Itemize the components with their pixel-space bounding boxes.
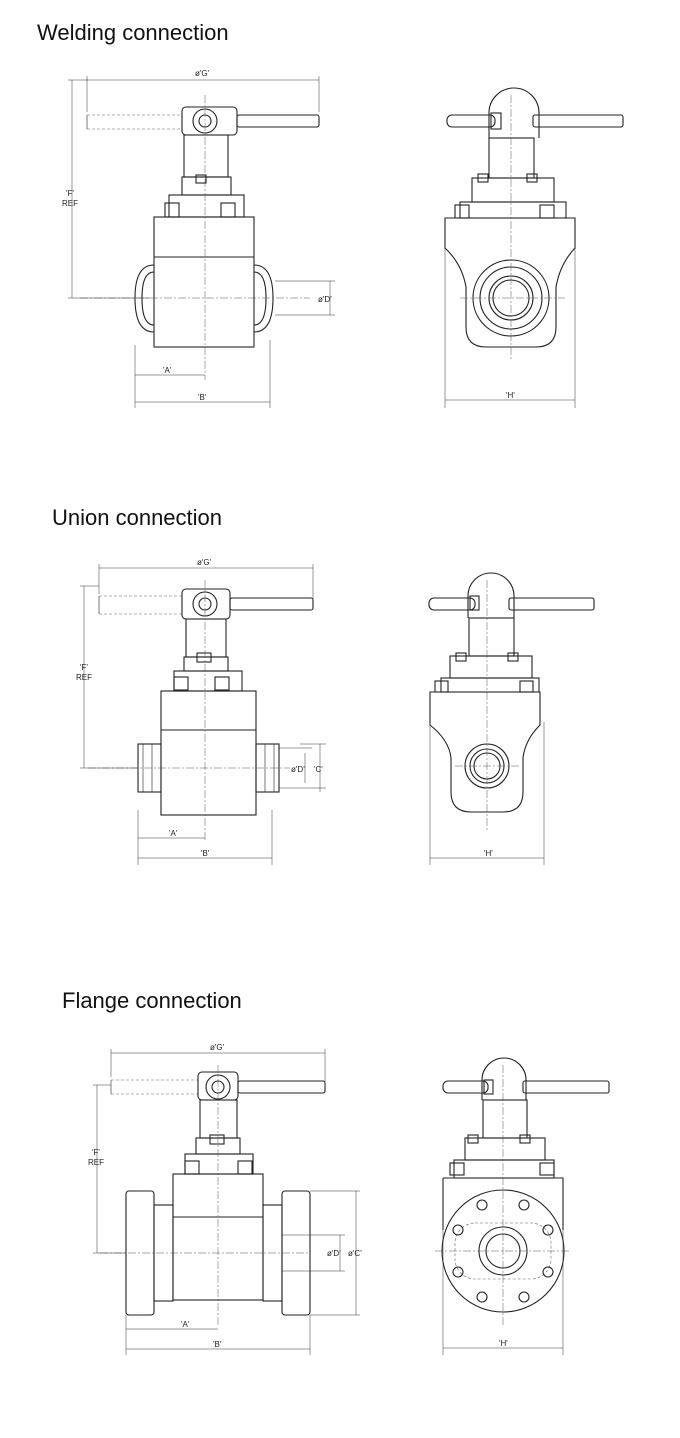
dimension-label-ref: REF — [62, 199, 78, 208]
welding-side-dimensions — [444, 246, 576, 408]
welding-front-view — [80, 95, 320, 380]
flange-front-view — [100, 1065, 326, 1325]
dimension-label-d: ø'D' — [291, 765, 305, 774]
dimension-label-c: ø'C' — [348, 1249, 362, 1258]
union-connection-drawing: ø'G' 'F' REF ø'D' 'C' 'A' 'B' 'H' — [76, 558, 595, 865]
union-side-view — [428, 572, 595, 830]
dimension-label-h: 'H' — [484, 849, 493, 858]
union-front-view — [88, 580, 314, 840]
welding-connection-drawing: ø'G' 'F' REF ø'D' 'A' 'B' 'H' — [62, 69, 624, 408]
dimension-label-f: 'F' — [80, 663, 88, 672]
dimension-label-b: 'B' — [201, 849, 210, 858]
dimension-label-d: ø'D' — [327, 1249, 341, 1258]
flange-connection-drawing: ø'G' 'F' REF ø'D' ø'C' 'A' 'B' 'H' — [88, 1043, 610, 1355]
dimension-label-g: ø'G' — [195, 69, 210, 78]
dimension-label-h: 'H' — [499, 1339, 508, 1348]
flange-side-dimensions — [442, 1225, 564, 1355]
dimension-label-a: 'A' — [169, 829, 178, 838]
union-front-dimensions — [80, 564, 326, 865]
dimension-label-ref: REF — [76, 673, 92, 682]
dimension-label-ref: REF — [88, 1158, 104, 1167]
dimension-label-c: 'C' — [314, 765, 323, 774]
dimension-label-b: 'B' — [198, 393, 207, 402]
flange-connection-title: Flange connection — [62, 988, 242, 1013]
dimension-label-f: 'F' — [66, 189, 74, 198]
dimension-label-d: ø'D' — [318, 295, 332, 304]
union-connection-title: Union connection — [52, 505, 223, 530]
dimension-label-g: ø'G' — [197, 558, 212, 567]
dimension-label-a: 'A' — [181, 1320, 190, 1329]
flange-front-dimensions — [93, 1049, 360, 1355]
welding-side-view — [444, 87, 624, 360]
dimension-label-h: 'H' — [506, 391, 515, 400]
welding-front-dimensions — [68, 76, 335, 408]
dimension-label-a: 'A' — [163, 366, 172, 375]
union-side-dimensions — [429, 722, 545, 865]
welding-connection-title: Welding connection — [37, 20, 229, 45]
dimension-label-g: ø'G' — [210, 1043, 225, 1052]
dimension-label-f: 'F' — [92, 1148, 100, 1157]
dimension-label-b: 'B' — [213, 1340, 222, 1349]
flange-side-view — [435, 1057, 610, 1325]
